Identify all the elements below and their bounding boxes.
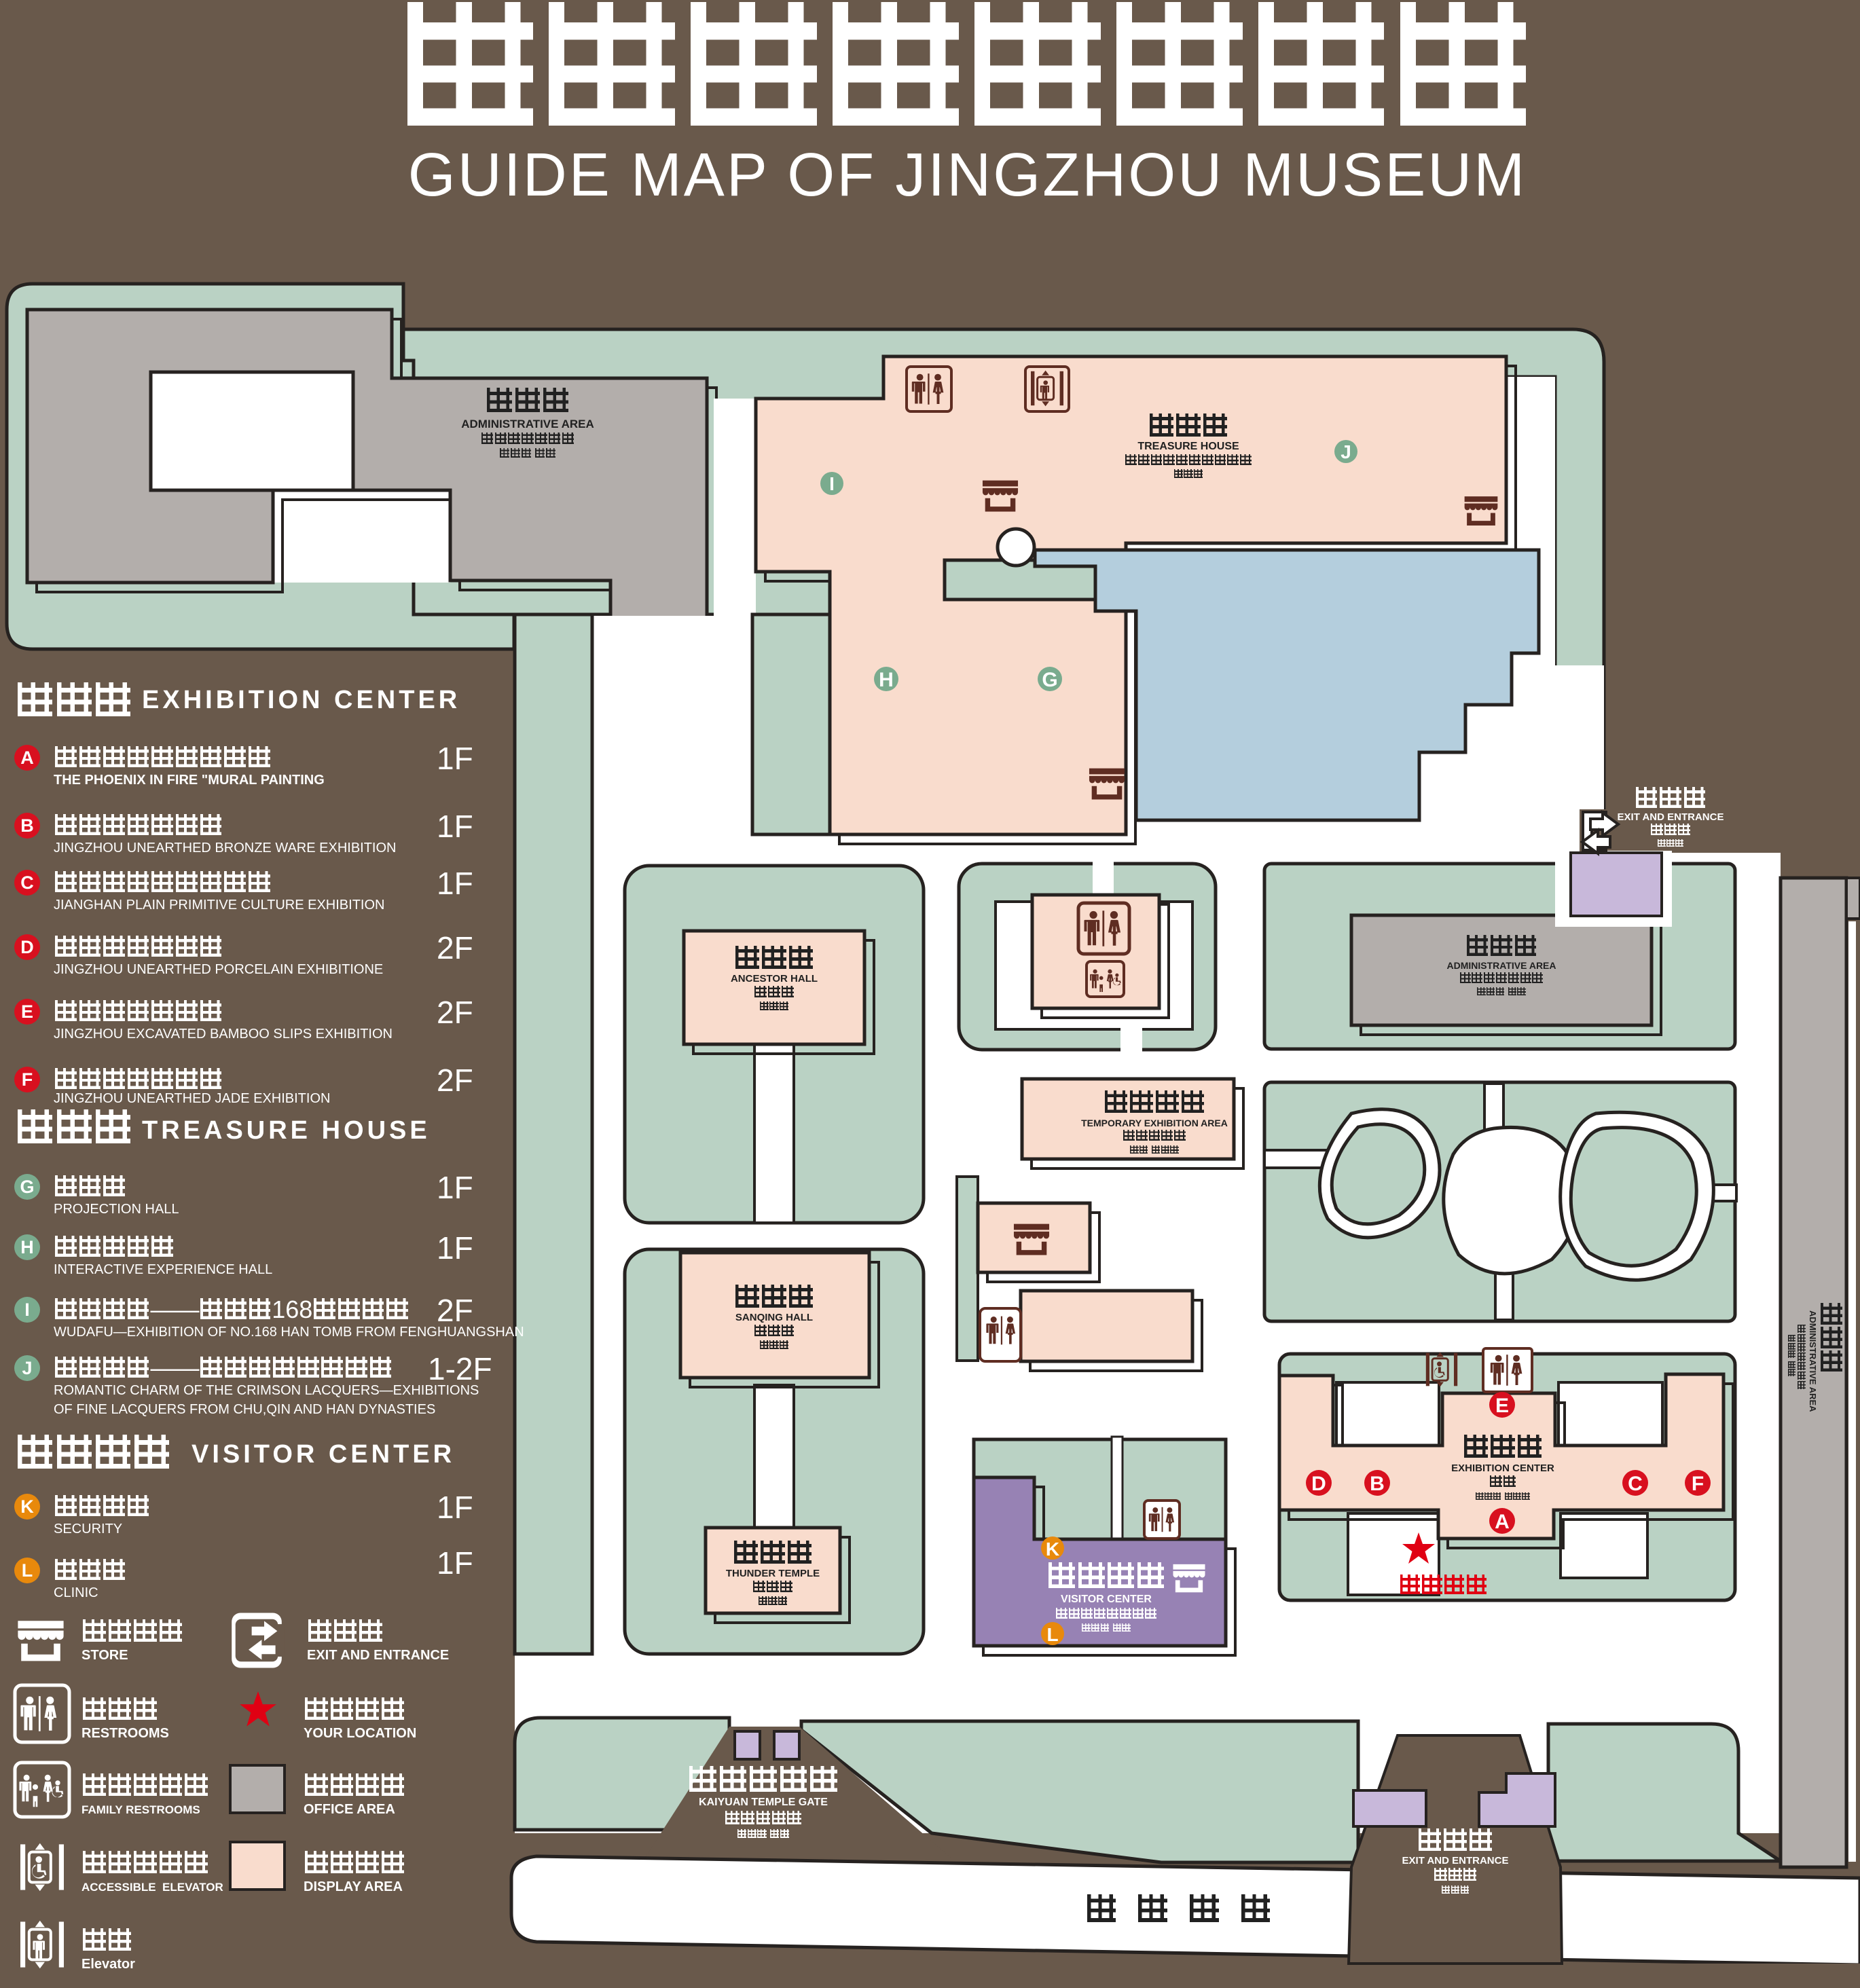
svg-text:K: K bbox=[1046, 1539, 1059, 1560]
svg-text:H: H bbox=[879, 669, 894, 691]
svg-text:L: L bbox=[1046, 1624, 1058, 1645]
svg-text:I: I bbox=[829, 473, 835, 494]
svg-text:D: D bbox=[1311, 1473, 1326, 1495]
svg-text:C: C bbox=[1628, 1473, 1643, 1495]
svg-text:F: F bbox=[1692, 1473, 1704, 1495]
svg-text:A: A bbox=[1495, 1511, 1510, 1533]
svg-text:E: E bbox=[1495, 1395, 1509, 1417]
svg-text:J: J bbox=[1341, 441, 1351, 462]
svg-text:B: B bbox=[1370, 1473, 1385, 1495]
svg-text:G: G bbox=[1042, 669, 1057, 691]
